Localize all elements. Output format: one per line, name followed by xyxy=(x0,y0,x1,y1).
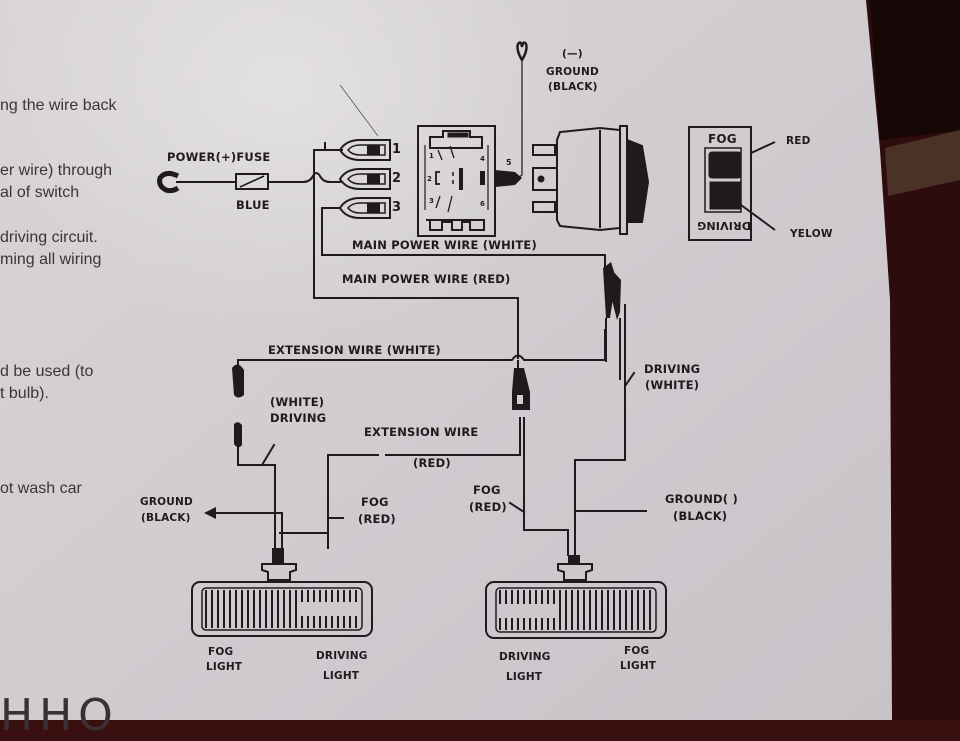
ground-arrow-icon xyxy=(204,507,216,519)
relay-icon xyxy=(417,125,496,237)
connector-icon-3 xyxy=(338,197,391,219)
clip-icon-center xyxy=(512,360,530,410)
label-switch-driving: DRIVING xyxy=(697,218,751,232)
label-switch-red: RED xyxy=(786,135,811,147)
svg-text:6: 6 xyxy=(480,200,485,208)
label-pin-5: 5 xyxy=(506,158,512,167)
switch-face-icon xyxy=(688,126,776,241)
label-fog-right-2: (RED) xyxy=(469,500,507,514)
svg-text:3: 3 xyxy=(429,197,434,205)
svg-text:4: 4 xyxy=(480,155,485,163)
label-ground-top-color: (BLACK) xyxy=(548,81,598,93)
label-lamp-right-driving-2: LIGHT xyxy=(506,671,543,683)
label-extension-white: EXTENSION WIRE (WHITE) xyxy=(268,343,441,357)
body-text-line: d be used (to xyxy=(0,363,94,380)
body-text-line: t bulb). xyxy=(0,385,49,402)
label-lamp-right-fog-1: FOG xyxy=(624,645,650,657)
body-text-line: al of switch xyxy=(0,184,80,201)
lamp-right-icon xyxy=(485,555,667,639)
wire-blue xyxy=(268,172,341,183)
label-extension-red-2: (RED) xyxy=(413,456,451,470)
body-text-line: ng the wire back xyxy=(0,97,117,114)
label-white-driving-1: (WHITE) xyxy=(270,395,325,409)
fuse-icon xyxy=(235,173,269,190)
svg-text:2: 2 xyxy=(427,175,432,183)
wire-terminal-1 xyxy=(313,142,343,151)
wire-right-driving xyxy=(574,304,626,556)
label-lamp-left-driving-1: DRIVING xyxy=(316,650,368,662)
plug-icon xyxy=(495,170,522,187)
label-lamp-right-driving-1: DRIVING xyxy=(499,651,551,663)
body-text-line: ot wash car xyxy=(0,480,82,497)
label-fog-left-2: (RED) xyxy=(358,512,396,526)
body-text-line: ming all wiring xyxy=(0,251,102,268)
label-lamp-right-fog-2: LIGHT xyxy=(620,660,657,672)
wire-main-power-white xyxy=(321,207,606,269)
label-fog-left-1: FOG xyxy=(361,495,389,509)
body-text-line: driving circuit. xyxy=(0,229,98,246)
label-ground-left-1: GROUND xyxy=(140,496,193,508)
label-fog-right-1: FOG xyxy=(473,483,501,497)
rocker-switch-icon xyxy=(532,125,650,235)
svg-text:1: 1 xyxy=(429,152,434,160)
label-switch-yellow: YELOW xyxy=(790,228,833,240)
heading-fragment: HHO xyxy=(0,690,119,741)
wire-left-driving-leader xyxy=(260,443,276,467)
label-main-power-red: MAIN POWER WIRE (RED) xyxy=(342,272,511,286)
label-ground-top: GROUND xyxy=(546,66,599,78)
ring-terminal-icon xyxy=(157,170,180,194)
label-switch-fog: FOG xyxy=(708,132,737,146)
connector-icon-2 xyxy=(338,168,391,190)
wire-right-driving-leader xyxy=(623,371,636,388)
wire-left-fog xyxy=(279,517,344,534)
label-power-fuse: POWER(+)FUSE xyxy=(167,150,271,164)
label-terminal-1: 1 xyxy=(392,142,402,157)
connector-icon-1 xyxy=(338,139,391,161)
wire-right-fog-leader xyxy=(508,501,526,514)
wire-main-power-red xyxy=(313,149,519,359)
label-ground-right-1: GROUND( ) xyxy=(665,492,738,506)
label-ground-sign: (—) xyxy=(562,48,583,60)
relay-pin-labels: 1 2 3 4 6 xyxy=(427,152,485,208)
label-ground-right-2: (BLACK) xyxy=(673,509,728,523)
label-extension-red-1: EXTENSION WIRE xyxy=(364,425,479,439)
label-main-power-white: MAIN POWER WIRE (WHITE) xyxy=(352,238,537,252)
wire-left-ground xyxy=(213,512,283,549)
wire-right-fog xyxy=(523,417,569,556)
lamp-left-icon xyxy=(191,548,373,637)
label-driving-white-2: (WHITE) xyxy=(645,378,700,392)
ground-lug-icon xyxy=(516,41,528,63)
label-lamp-left-fog-2: LIGHT xyxy=(206,661,243,673)
label-terminal-3: 3 xyxy=(392,200,402,215)
clip-icon-left xyxy=(232,364,244,448)
label-lamp-left-driving-2: LIGHT xyxy=(323,670,360,682)
background-shadow xyxy=(870,0,960,140)
paper-sheet: 1 2 3 4 6 xyxy=(0,0,960,720)
wire-left-driving xyxy=(237,429,276,549)
body-text-line: er wire) through xyxy=(0,162,113,179)
leader-line xyxy=(339,84,379,137)
label-blue: BLUE xyxy=(236,198,270,212)
clip-icon-top-right xyxy=(603,262,621,380)
background-shelf xyxy=(885,130,960,196)
label-white-driving-2: DRIVING xyxy=(270,411,327,425)
label-ground-left-2: (BLACK) xyxy=(141,512,191,524)
label-terminal-2: 2 xyxy=(392,171,402,186)
label-lamp-left-fog-1: FOG xyxy=(208,646,234,658)
label-driving-white-1: DRIVING xyxy=(644,362,701,376)
wire-extension-white xyxy=(237,329,606,368)
